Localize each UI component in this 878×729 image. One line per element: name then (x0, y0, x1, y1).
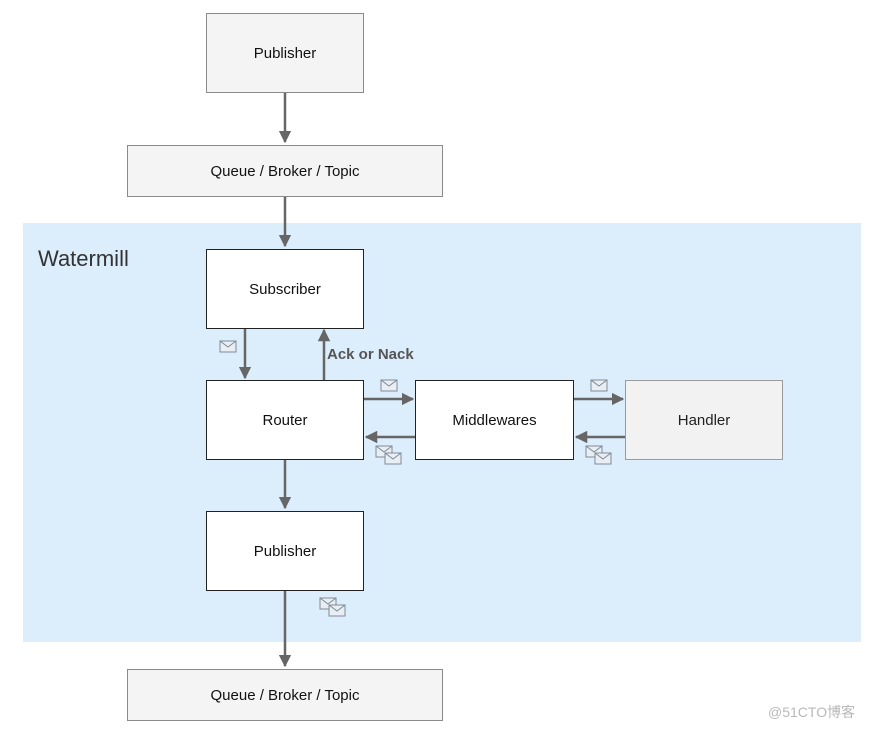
envelopes-icon (585, 445, 612, 465)
envelope-icon (380, 379, 398, 392)
middlewares-box: Middlewares (415, 380, 574, 460)
envelope-icon (590, 379, 608, 392)
ack-or-nack-label: Ack or Nack (327, 346, 414, 363)
router-box: Router (206, 380, 364, 460)
envelopes-icon (319, 597, 346, 617)
queue-broker-topic-top: Queue / Broker / Topic (127, 145, 443, 197)
envelope-icon (219, 340, 237, 353)
handler-box: Handler (625, 380, 783, 460)
envelopes-icon (375, 445, 402, 465)
publisher-top: Publisher (206, 13, 364, 93)
subscriber-box: Subscriber (206, 249, 364, 329)
watermark: @51CTO博客 (768, 704, 856, 720)
queue-broker-topic-bottom: Queue / Broker / Topic (127, 669, 443, 721)
publisher-inner: Publisher (206, 511, 364, 591)
watermill-title: Watermill (38, 246, 129, 271)
